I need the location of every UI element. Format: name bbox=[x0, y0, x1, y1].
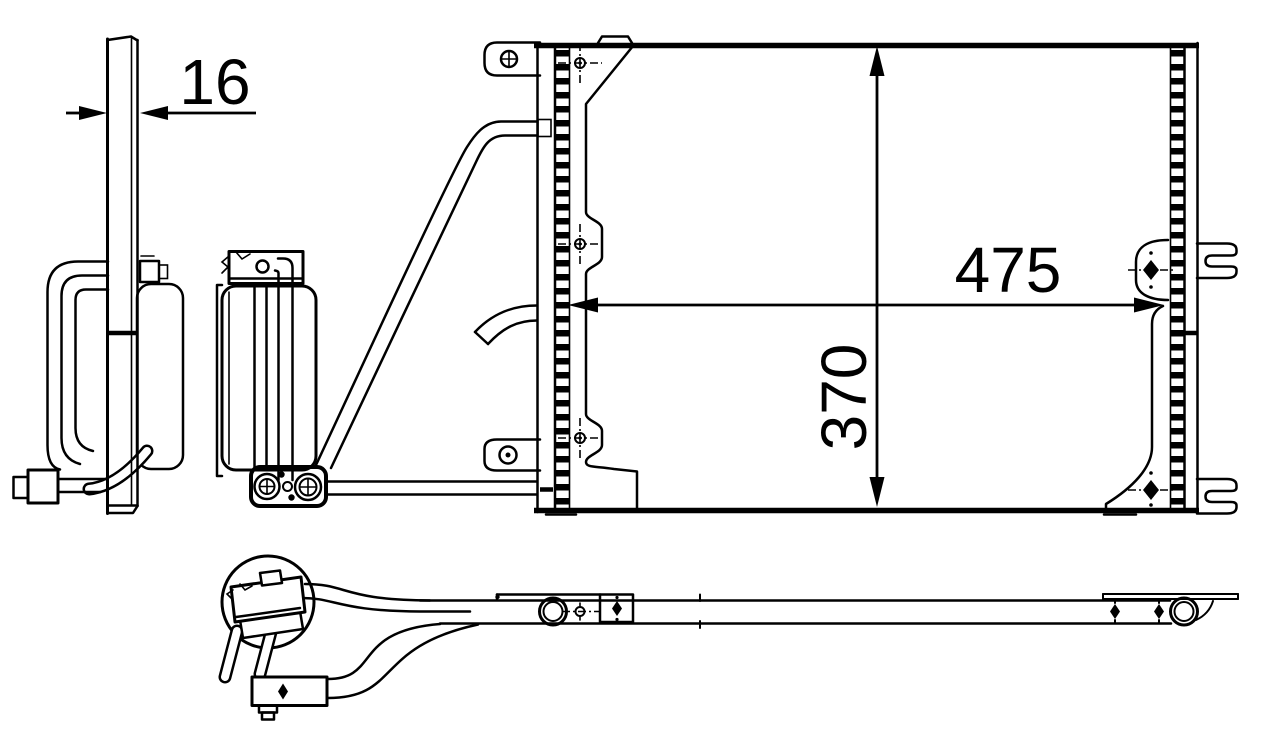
right-bracket-plate-upper bbox=[1134, 238, 1170, 302]
arrowhead-down-icon bbox=[869, 477, 885, 507]
fastening-point-marker bbox=[278, 683, 288, 700]
inlet-elbow bbox=[473, 304, 539, 334]
right-tank bbox=[1169, 41, 1199, 514]
arrowhead-up-icon bbox=[869, 46, 885, 76]
mounting-grommet-icon bbox=[1169, 596, 1199, 627]
bracket-block bbox=[598, 593, 635, 624]
connector-nipple bbox=[260, 711, 276, 721]
fastening-point-marker bbox=[1154, 598, 1164, 624]
fastening-point-marker bbox=[1110, 598, 1120, 624]
port-icon bbox=[293, 472, 323, 502]
dimension-width-label: 475 bbox=[955, 234, 1062, 306]
drier-top-bracket bbox=[220, 250, 305, 285]
refrigerant-pipes bbox=[314, 118, 553, 496]
mount-hole-marker bbox=[558, 418, 602, 459]
dimension-height-label: 370 bbox=[808, 344, 880, 451]
arrowhead-right-icon bbox=[1134, 297, 1164, 313]
side-profile-view bbox=[12, 35, 185, 515]
right-bracket-plate-lower bbox=[1104, 304, 1165, 511]
arrowhead-right-icon bbox=[79, 106, 107, 120]
dimension-thickness-label: 16 bbox=[179, 46, 250, 118]
fastening-point-marker bbox=[1128, 251, 1174, 289]
fastening-point-marker bbox=[612, 601, 622, 616]
receiver-drier-capsule bbox=[135, 282, 185, 471]
mount-hole-marker bbox=[558, 43, 602, 84]
front-view bbox=[483, 35, 1238, 516]
left-tank bbox=[536, 41, 571, 514]
bracket-hole-icon bbox=[255, 259, 270, 274]
arrowhead-left-icon bbox=[140, 106, 168, 120]
top-view bbox=[218, 554, 1239, 721]
core-side-bar bbox=[106, 35, 139, 515]
drier-connector-block bbox=[249, 465, 328, 508]
mount-hole-marker bbox=[562, 602, 601, 621]
arrowhead-left-icon bbox=[568, 297, 598, 313]
connector-nipple bbox=[12, 475, 30, 500]
mount-hole-marker bbox=[558, 224, 602, 265]
pipe-bends bbox=[46, 260, 154, 496]
left-bracket-plate bbox=[584, 44, 639, 511]
pipe-connector-block bbox=[26, 468, 60, 505]
fork-bracket-upper bbox=[1195, 242, 1238, 280]
receiver-drier-side-view bbox=[215, 250, 328, 508]
port-icon bbox=[253, 472, 281, 501]
drier-fitting bbox=[138, 259, 161, 284]
bottom-left-mounting-tab bbox=[483, 438, 542, 472]
receiver-drier-body bbox=[220, 284, 318, 472]
top-tab bbox=[596, 35, 634, 45]
dimension-height: 370 bbox=[808, 46, 885, 507]
drier-channel-bracket bbox=[215, 283, 224, 478]
connector-block-top-view bbox=[250, 675, 329, 707]
fork-bracket-lower bbox=[1195, 477, 1238, 515]
top-left-mounting-tab bbox=[483, 41, 542, 77]
dimension-width: 475 bbox=[568, 234, 1164, 313]
fastening-point-marker bbox=[1128, 471, 1174, 507]
screw-hole-icon bbox=[498, 445, 518, 465]
dimension-thickness: 16 bbox=[66, 46, 256, 120]
